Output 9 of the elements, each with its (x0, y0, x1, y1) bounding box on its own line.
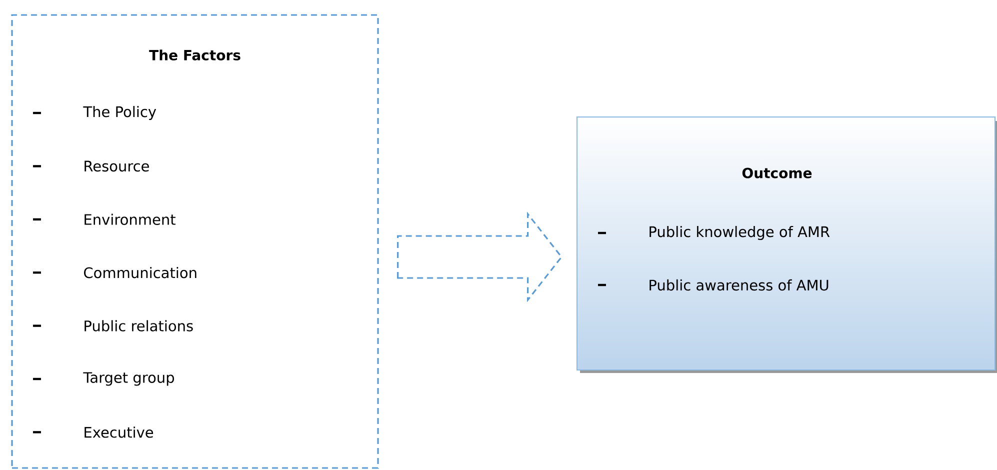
block-arrow (397, 212, 563, 302)
list-item: Environment (84, 214, 176, 225)
list-item: Public relations (84, 320, 193, 332)
list-item: Communication (84, 266, 196, 278)
list-item: Target group (83, 372, 174, 386)
list-item: The Policy (83, 106, 156, 120)
list-item: Resource (84, 160, 149, 172)
heading: The Factors (149, 50, 240, 60)
list-item: Executive (84, 426, 154, 438)
